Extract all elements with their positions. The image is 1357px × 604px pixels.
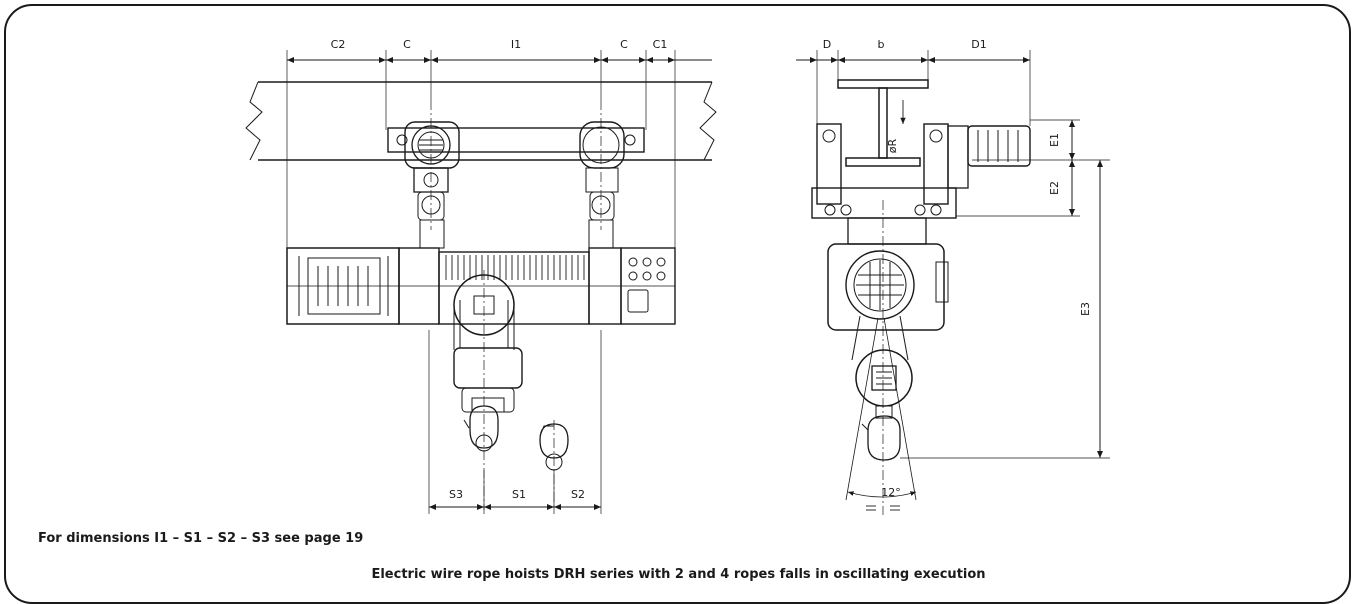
left-trolley-drive bbox=[404, 121, 460, 221]
front-beam bbox=[245, 81, 717, 161]
hoist-body bbox=[286, 247, 676, 325]
side-hoist-body bbox=[827, 217, 949, 331]
dim-label-d1: D1 bbox=[971, 38, 986, 51]
side-trolley bbox=[811, 123, 957, 219]
right-trolley-wheel bbox=[579, 121, 625, 221]
dim-label-i1: I1 bbox=[511, 38, 521, 51]
dim-label-s1: S1 bbox=[512, 488, 526, 501]
front-bottom-block bbox=[453, 347, 523, 452]
trolley-bar bbox=[387, 127, 645, 153]
side-view: D b D1 E1 E2 E3 øR 12° bbox=[796, 38, 1110, 515]
technical-drawing: C2 C I1 C C1 S3 S1 S2 bbox=[245, 38, 1110, 515]
dim-label-b: b bbox=[878, 38, 885, 51]
dim-label-s3: S3 bbox=[449, 488, 463, 501]
dim-label-c2: C2 bbox=[331, 38, 346, 51]
radius-label: øR bbox=[886, 138, 899, 153]
dim-label-c1: C1 bbox=[653, 38, 668, 51]
dim-label-e3: E3 bbox=[1079, 302, 1092, 316]
angle-label: 12° bbox=[881, 486, 901, 499]
side-bottom-block bbox=[851, 315, 913, 461]
dim-label-e1: E1 bbox=[1048, 133, 1061, 147]
dimension-note: For dimensions I1 – S1 – S2 – S3 see pag… bbox=[38, 531, 364, 546]
front-view: C2 C I1 C C1 S3 S1 S2 bbox=[245, 38, 717, 514]
dim-label-c-left: C bbox=[403, 38, 411, 51]
dim-label-d: D bbox=[823, 38, 831, 51]
side-i-beam bbox=[837, 79, 929, 167]
dim-label-c-right: C bbox=[620, 38, 628, 51]
figure-title: Electric wire rope hoists DRH series wit… bbox=[371, 567, 986, 582]
dim-label-s2: S2 bbox=[571, 488, 585, 501]
side-travel-motor bbox=[947, 125, 1031, 189]
dim-label-e2: E2 bbox=[1048, 181, 1061, 195]
